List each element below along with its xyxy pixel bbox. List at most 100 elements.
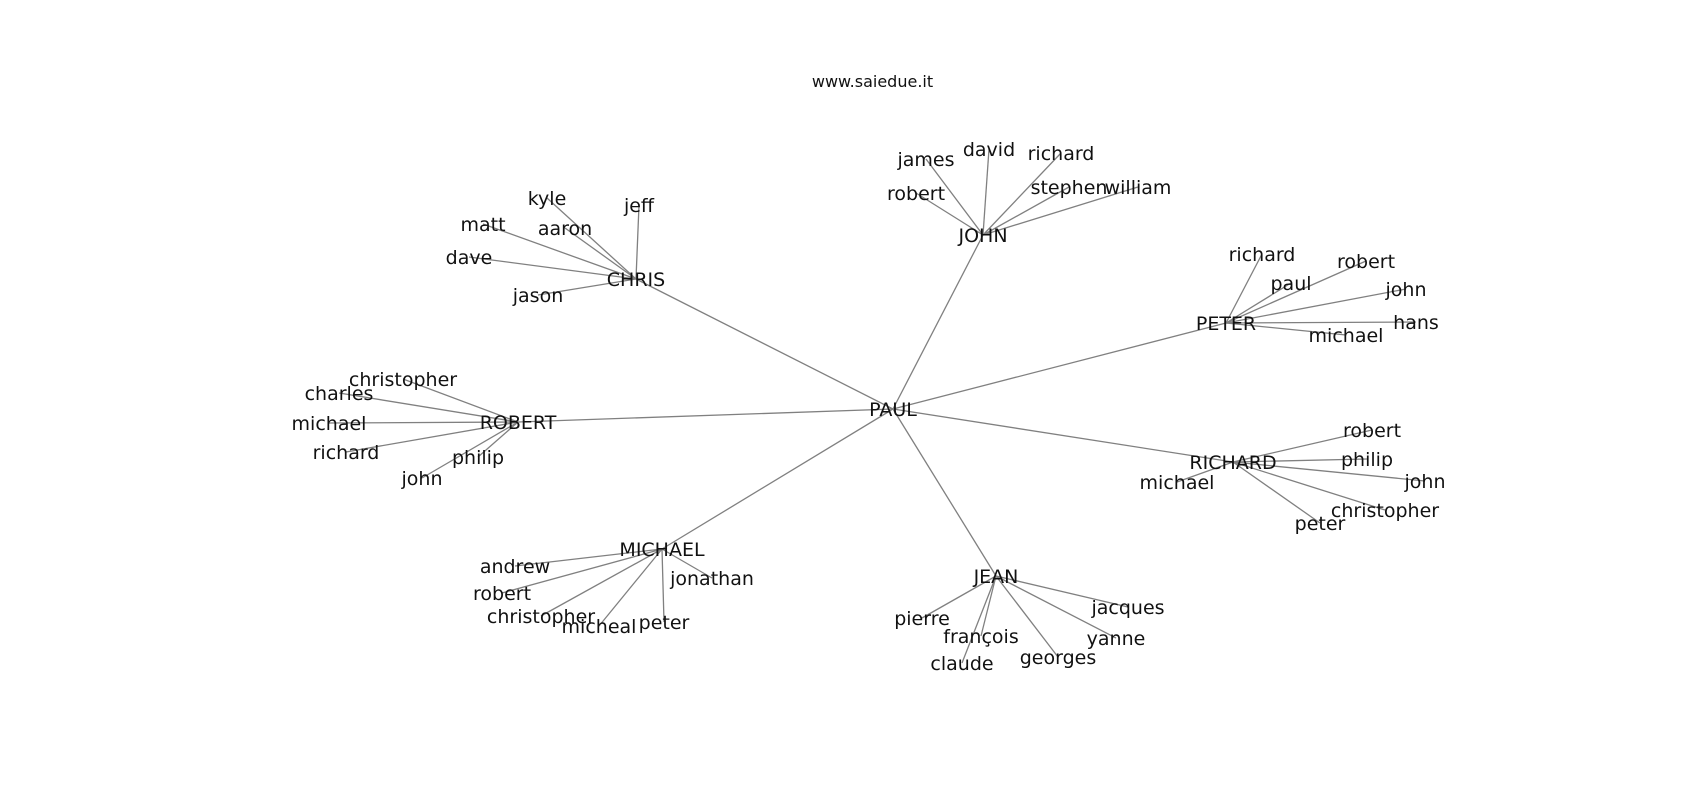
edge-richard-christopher: [1232, 461, 1386, 511]
hub-node-chris: CHRIS: [607, 269, 665, 291]
leaf-node-peter-richard: richard: [1229, 244, 1296, 266]
leaf-node-richard-christopher: christopher: [1331, 500, 1439, 522]
edge-robert-philip: [477, 421, 519, 458]
hub-node-peter: PETER: [1196, 313, 1256, 335]
hub-node-john: JOHN: [957, 225, 1007, 247]
leaf-node-richard-peter: peter: [1295, 513, 1346, 535]
edge-robert-richard: [345, 421, 519, 453]
leaf-node-robert-charles: charles: [305, 383, 374, 405]
edge-paul-jean: [892, 408, 997, 577]
leaf-node-peter-robert: robert: [1337, 251, 1395, 273]
leaf-node-michael-robert: robert: [473, 583, 531, 605]
hub-node-robert: ROBERT: [480, 412, 557, 434]
leaf-node-michael-andrew: andrew: [480, 556, 550, 578]
edge-michael-peter: [661, 548, 665, 623]
leaf-node-chris-aaron: aaron: [538, 218, 592, 240]
leaf-node-john-james: james: [896, 149, 954, 171]
edge-richard-robert: [1232, 429, 1373, 463]
leaf-node-john-david: david: [963, 139, 1015, 161]
center-node-paul: PAUL: [869, 399, 917, 421]
leaf-node-john-richard: richard: [1028, 143, 1095, 165]
leaf-node-peter-hans: hans: [1393, 312, 1439, 334]
edge-robert-john: [421, 421, 519, 479]
leaf-node-john-william: william: [1105, 177, 1172, 199]
leaf-node-jean-yanne: yanne: [1087, 628, 1146, 650]
edge-peter-richard: [1225, 253, 1263, 324]
leaf-node-richard-robert: robert: [1343, 420, 1401, 442]
leaf-node-jean-claude: claude: [930, 653, 993, 675]
edge-jean-yanne: [995, 575, 1117, 639]
leaf-node-michael-micheal: micheal: [562, 616, 637, 638]
leaf-node-michael-peter: peter: [639, 612, 690, 634]
leaf-node-chris-jeff: jeff: [623, 195, 655, 217]
edge-michael-jonathan: [661, 548, 713, 579]
edge-john-stephen: [982, 186, 1070, 236]
leaf-node-michael-jonathan: jonathan: [669, 568, 754, 590]
leaf-node-john-stephen: stephen: [1031, 177, 1108, 199]
edge-chris-aaron: [564, 227, 637, 280]
edge-paul-richard: [892, 408, 1234, 463]
edges-layer: [328, 148, 1426, 664]
leaf-node-robert-christopher: christopher: [349, 369, 457, 391]
edge-jean-claude: [961, 575, 997, 664]
edge-chris-matt: [482, 223, 637, 280]
hub-node-jean: JEAN: [973, 566, 1019, 588]
edge-chris-dave: [468, 256, 637, 280]
edge-michael-micheal: [598, 548, 663, 627]
edge-peter-robert: [1225, 260, 1367, 324]
leaf-node-richard-michael: michael: [1140, 472, 1215, 494]
site-title: www.saiedue.it: [811, 72, 934, 91]
edge-peter-michael: [1225, 322, 1347, 336]
leaf-node-john-robert: robert: [887, 183, 945, 205]
leaf-node-chris-dave: dave: [446, 247, 493, 269]
edge-paul-chris: [635, 278, 894, 410]
edge-michael-andrew: [514, 548, 663, 567]
leaf-node-robert-john: john: [401, 468, 443, 490]
leaf-node-robert-philip: philip: [452, 447, 504, 469]
edge-paul-john: [892, 234, 984, 410]
leaf-node-robert-michael: michael: [292, 413, 367, 435]
edge-jean-georges: [995, 575, 1059, 658]
leaf-node-chris-jason: jason: [512, 285, 564, 307]
edge-richard-philip: [1232, 458, 1368, 463]
edge-richard-john: [1232, 461, 1426, 482]
edge-chris-jeff: [635, 204, 640, 280]
hub-node-richard: RICHARD: [1189, 452, 1276, 474]
edge-chris-jason: [537, 278, 637, 296]
leaf-node-chris-matt: matt: [460, 214, 505, 236]
leaf-node-robert-richard: richard: [313, 442, 380, 464]
edge-paul-peter: [892, 322, 1227, 410]
leaf-node-richard-john: john: [1404, 471, 1446, 493]
leaf-node-peter-michael: michael: [1309, 325, 1384, 347]
edge-john-james: [925, 158, 984, 236]
edge-robert-michael: [328, 421, 519, 424]
edge-richard-peter: [1232, 461, 1321, 524]
leaf-node-jean-francois: françois: [943, 626, 1018, 648]
edge-michael-christopher: [540, 548, 663, 617]
edge-paul-robert: [517, 408, 894, 423]
edge-paul-michael: [661, 408, 894, 550]
edge-jean-pierre: [921, 575, 997, 619]
edge-chris-kyle: [546, 197, 637, 280]
edge-john-richard: [982, 152, 1062, 236]
edge-richard-michael: [1176, 461, 1234, 483]
edge-peter-hans: [1225, 321, 1417, 324]
labels-layer: PAUL JOHN james david richard robert stephenwi…: [292, 139, 1446, 675]
edge-john-robert: [915, 192, 984, 236]
edge-robert-charles: [338, 392, 519, 423]
leaf-node-jean-georges: georges: [1020, 647, 1097, 669]
edge-peter-john: [1225, 288, 1407, 324]
leaf-node-michael-christopher: christopher: [487, 606, 595, 628]
leaf-node-chris-kyle: kyle: [528, 188, 567, 210]
edge-jean-francois: [980, 575, 997, 637]
leaf-node-richard-philip: philip: [1341, 449, 1393, 471]
leaf-node-peter-paul: paul: [1270, 273, 1311, 295]
edge-peter-paul: [1225, 282, 1292, 324]
edge-michael-robert: [501, 548, 663, 594]
leaf-node-jean-pierre: pierre: [894, 608, 950, 630]
leaf-node-jean-jacques: jacques: [1090, 597, 1164, 619]
hub-node-michael: MICHAEL: [619, 539, 705, 561]
edge-john-david: [982, 148, 990, 236]
edge-robert-christopher: [402, 378, 519, 423]
